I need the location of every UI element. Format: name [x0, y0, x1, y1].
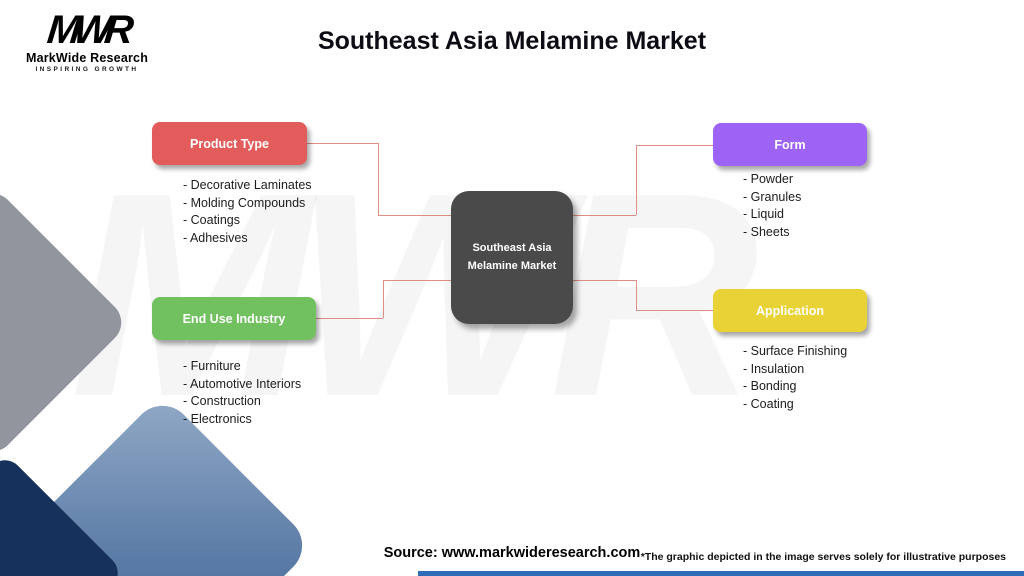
markwide-research-logo: MWR MarkWide Research INSPIRING GROWTH — [22, 8, 152, 73]
source-text: Source: www.markwideresearch.com — [383, 545, 641, 561]
list-item: - Molding Compounds — [183, 195, 306, 210]
end-use-industry-list: - Furniture - Automotive Interiors - Con… — [183, 358, 301, 428]
list-item: - Adhesives — [183, 230, 248, 245]
list-item: - Decorative Laminates — [183, 178, 312, 192]
list-item: - Coatings — [183, 213, 240, 227]
connector-end-use-v — [383, 280, 384, 318]
list-item: - Sheets — [743, 224, 790, 239]
node-form-label: Form — [774, 137, 806, 152]
logo-tagline: INSPIRING GROWTH — [35, 66, 139, 73]
list-item: - Insulation — [743, 361, 805, 376]
connector-application-v — [636, 280, 637, 310]
connector-application-h2 — [573, 280, 636, 281]
application-list: - Surface Finishing - Insulation - Bondi… — [743, 343, 847, 413]
list-item: - Furniture — [183, 359, 241, 373]
node-end-use-industry-label: End Use Industry — [182, 311, 286, 326]
connector-end-use-h2 — [383, 280, 451, 281]
list-item: - Granules — [743, 189, 802, 204]
form-list: - Powder - Granules - Liquid - Sheets — [743, 171, 801, 241]
node-end-use-industry: End Use Industry — [152, 297, 316, 340]
connector-application-h1 — [636, 310, 713, 311]
node-application-label: Application — [755, 303, 825, 318]
node-product-type: Product Type — [152, 122, 307, 165]
list-item: - Surface Finishing — [743, 344, 848, 358]
connector-product-type-v — [378, 143, 379, 215]
connector-end-use-h1 — [316, 318, 383, 319]
connector-form-h1 — [636, 145, 713, 146]
list-item: - Coating — [743, 396, 794, 411]
connector-form-v — [636, 145, 637, 215]
list-item: - Bonding — [743, 379, 797, 393]
node-product-type-label: Product Type — [190, 136, 269, 151]
page-title: Southeast Asia Melamine Market — [317, 27, 707, 55]
connector-product-type-h2 — [378, 215, 451, 216]
list-item: - Automotive Interiors — [183, 376, 302, 391]
connector-form-h2 — [573, 215, 636, 216]
list-item: - Electronics — [183, 411, 252, 426]
disclaimer-text: *The graphic depicted in the image serve… — [640, 551, 1006, 563]
bottom-accent-bar — [418, 571, 1024, 576]
center-node-line2: Melamine Market — [467, 259, 557, 272]
mwr-watermark: MWR — [70, 133, 759, 457]
list-item: - Powder — [743, 172, 794, 186]
product-type-list: - Decorative Laminates - Molding Compoun… — [183, 177, 312, 247]
logo-company-name: MarkWide Research — [25, 51, 149, 65]
list-item: - Liquid — [743, 207, 784, 221]
node-application: Application — [713, 289, 867, 332]
center-node: Southeast Asia Melamine Market — [451, 191, 573, 324]
list-item: - Construction — [183, 394, 261, 408]
connector-product-type-h1 — [307, 143, 378, 144]
center-node-line1: Southeast Asia — [472, 242, 552, 255]
node-form: Form — [713, 123, 867, 166]
